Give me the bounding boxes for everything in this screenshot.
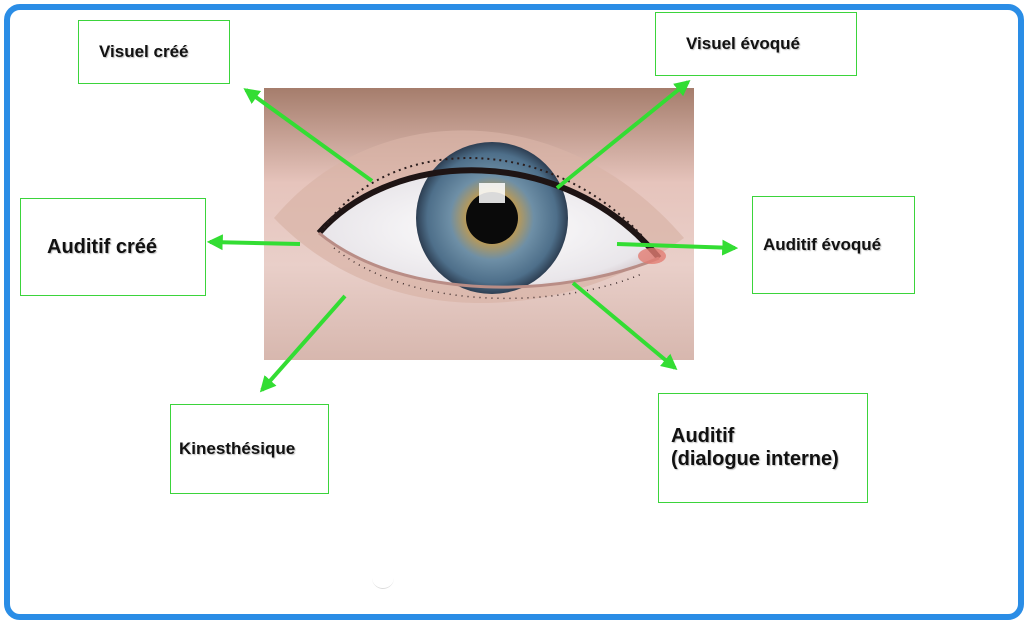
label-auditif-cree-text: Auditif créé	[47, 235, 158, 258]
arrow-visuel-evoque	[555, 79, 691, 190]
label-kinesthesique: Kinesthésique	[170, 404, 329, 494]
label-auditif-cree: Auditif créé	[20, 198, 206, 296]
arrow-auditif-interne	[571, 281, 678, 371]
label-auditif-interne-line1: Auditif	[671, 425, 735, 447]
arrow-kinesthesique	[259, 294, 347, 393]
label-kinesthesique-text: Kinesthésique	[179, 439, 296, 458]
label-auditif-dialogue-interne: Auditif (dialogue interne)	[658, 393, 868, 503]
eye-photo	[264, 88, 694, 360]
arrow-visuel-cree	[243, 88, 374, 183]
label-auditif-interne-line2: (dialogue interne)	[671, 448, 839, 470]
label-visuel-cree: Visuel créé	[78, 20, 230, 84]
label-visuel-cree-text: Visuel créé	[99, 42, 189, 61]
arrow-auditif-cree	[206, 234, 301, 251]
label-auditif-evoque: Auditif évoqué	[752, 196, 915, 294]
label-visuel-evoque: Visuel évoqué	[655, 12, 857, 76]
label-auditif-evoque-text: Auditif évoqué	[763, 235, 882, 254]
arrow-auditif-evoque	[616, 239, 739, 256]
label-visuel-evoque-text: Visuel évoqué	[686, 34, 801, 53]
decorative-artifact	[372, 576, 394, 589]
